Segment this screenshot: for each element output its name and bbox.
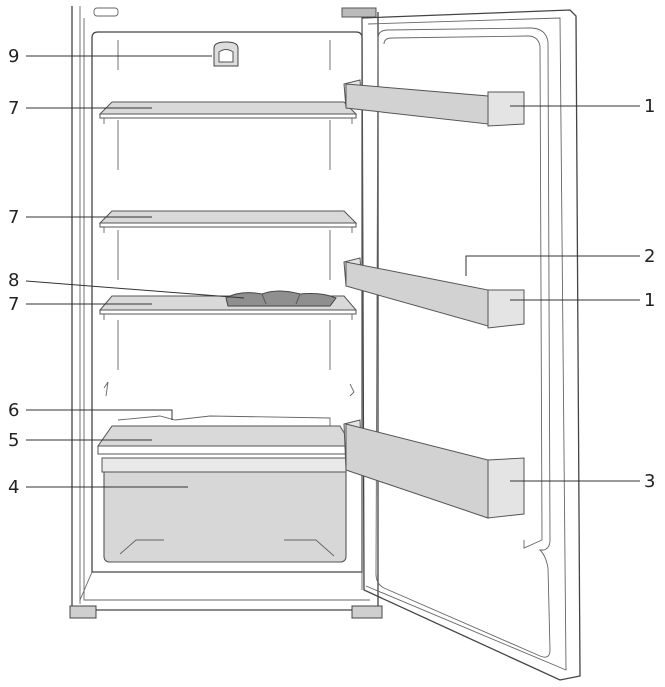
callout-3: 3 — [644, 471, 655, 492]
glass-shelf-top — [98, 101, 358, 124]
front-foot-right — [351, 605, 383, 619]
callout-6: 6 — [8, 400, 19, 421]
vegetable-drawer — [101, 457, 347, 563]
callout-7-middle: 7 — [8, 207, 19, 228]
cabinet-body — [69, 6, 383, 619]
shelf-clip-left — [103, 381, 109, 397]
shelf-clip-right — [349, 383, 355, 397]
crisper-cover — [97, 415, 353, 455]
callout-7-lower: 7 — [8, 294, 19, 315]
callout-5: 5 — [8, 430, 19, 451]
callout-8: 8 — [8, 270, 19, 291]
door-bin-lower — [343, 419, 525, 519]
interior-light — [213, 41, 239, 67]
callout-7-top: 7 — [8, 98, 19, 119]
callout-4: 4 — [8, 477, 19, 498]
callout-9: 9 — [8, 46, 19, 67]
glass-shelf-middle — [98, 210, 358, 233]
callout-1-middle: 1 — [644, 290, 655, 311]
door-bin-upper — [343, 79, 525, 127]
top-latch — [93, 7, 119, 17]
refrigerator-door — [361, 9, 581, 681]
front-foot-left — [69, 605, 97, 619]
top-hinge — [341, 7, 377, 18]
door-bin-middle — [343, 257, 525, 329]
callout-2: 2 — [644, 246, 655, 267]
leader-lines — [25, 55, 640, 488]
bottle-holder — [225, 290, 337, 307]
callout-1-upper: 1 — [644, 96, 655, 117]
